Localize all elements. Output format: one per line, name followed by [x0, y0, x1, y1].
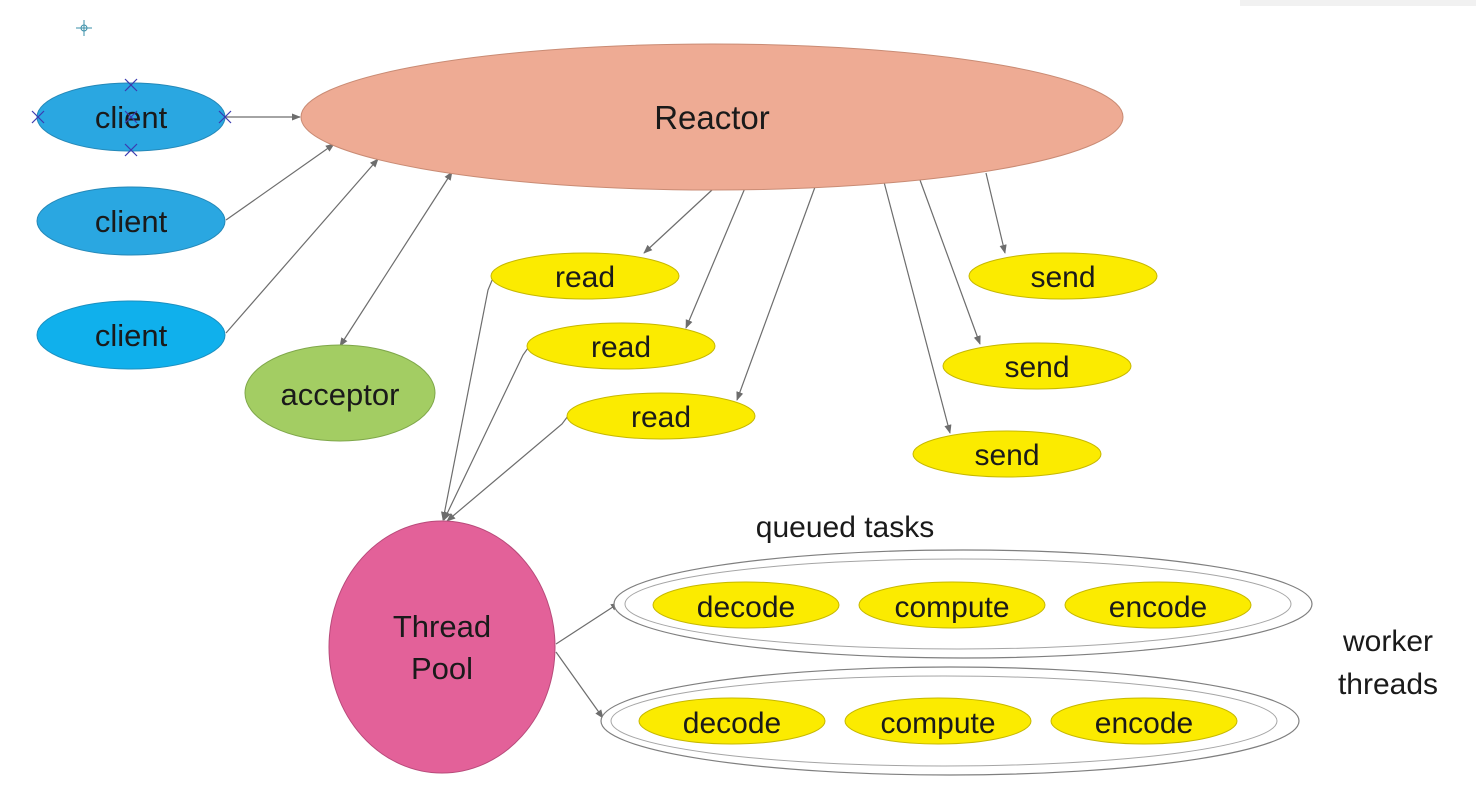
task-compute[interactable]: compute — [844, 697, 1032, 745]
task-decode[interactable]: decode — [638, 697, 826, 745]
reactor-label: Reactor — [654, 99, 770, 136]
edge-reactor-send1 — [985, 172, 1007, 254]
client-node-3[interactable]: client — [36, 300, 226, 370]
task-label: compute — [880, 707, 995, 740]
task-encode[interactable]: encode — [1050, 697, 1238, 745]
task-compute[interactable]: compute — [858, 581, 1046, 629]
task-label: encode — [1109, 591, 1207, 624]
send-label: send — [1030, 261, 1095, 294]
worker-threads-label-line1: worker — [1342, 625, 1433, 658]
send-label: send — [1004, 351, 1069, 384]
send-label: send — [974, 439, 1039, 472]
acceptor-label: acceptor — [281, 377, 400, 412]
selection-handle-bottom[interactable] — [124, 143, 138, 157]
edge-reactor-acceptor — [339, 171, 453, 347]
send-node-3[interactable]: send — [912, 430, 1102, 478]
selection-handle-left[interactable] — [31, 110, 45, 124]
selection-handles[interactable] — [31, 78, 232, 157]
client-label: client — [95, 318, 168, 353]
edge-reactor-send2 — [919, 179, 981, 345]
queued-tasks-label: queued tasks — [756, 511, 934, 544]
selection-handle-center[interactable] — [124, 110, 138, 124]
selection-handle-top[interactable] — [124, 78, 138, 92]
task-label: encode — [1095, 707, 1193, 740]
edge-reactor-read2 — [685, 187, 746, 329]
edge-threadpool-group1 — [555, 602, 620, 645]
thread-pool-label-line2: Pool — [411, 651, 473, 686]
read-node-3[interactable]: read — [566, 392, 756, 440]
edge-threadpool-group2 — [555, 651, 604, 719]
client-label: client — [95, 204, 168, 239]
edge-reactor-send3 — [883, 181, 952, 434]
cursor-crosshair-icon — [76, 20, 92, 36]
worker-group-2[interactable]: decode compute encode — [600, 666, 1300, 776]
worker-group-1[interactable]: decode compute encode — [613, 549, 1313, 659]
selection-handle-right[interactable] — [218, 110, 232, 124]
read-node-1[interactable]: read — [490, 252, 680, 300]
edge-read3-threadpool — [446, 415, 569, 522]
task-label: compute — [894, 591, 1009, 624]
read-label: read — [555, 261, 615, 294]
edge-client2-reactor — [225, 143, 335, 221]
edge-client3-reactor — [225, 158, 379, 334]
client-node-2[interactable]: client — [36, 186, 226, 256]
window-edge-shadow — [1240, 0, 1476, 6]
read-label: read — [631, 401, 691, 434]
task-label: decode — [683, 707, 781, 740]
edge-read2-threadpool — [443, 347, 529, 521]
thread-pool-label-line1: Thread — [393, 609, 491, 644]
edge-reactor-read3 — [736, 186, 816, 401]
worker-threads-label-line2: threads — [1338, 668, 1438, 701]
reactor-node[interactable]: Reactor — [300, 43, 1124, 191]
task-label: decode — [697, 591, 795, 624]
send-node-1[interactable]: send — [968, 252, 1158, 300]
thread-pool-node[interactable]: Thread Pool — [328, 520, 556, 774]
send-node-2[interactable]: send — [942, 342, 1132, 390]
edge-reactor-read1 — [643, 189, 713, 254]
edges — [224, 113, 1007, 719]
edge-read1-threadpool — [441, 277, 494, 521]
read-label: read — [591, 331, 651, 364]
read-node-2[interactable]: read — [526, 322, 716, 370]
task-encode[interactable]: encode — [1064, 581, 1252, 629]
task-decode[interactable]: decode — [652, 581, 840, 629]
acceptor-node[interactable]: acceptor — [244, 344, 436, 442]
